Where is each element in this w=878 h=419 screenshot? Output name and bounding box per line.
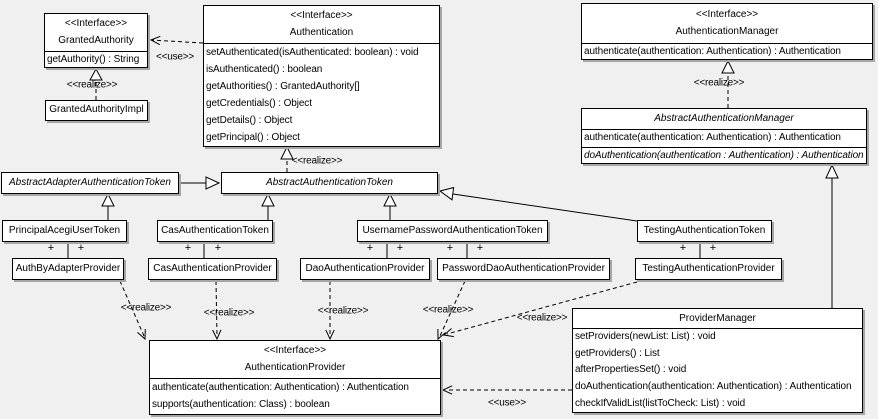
method-authentication-0: setAuthenticated(isAuthenticated: boolea…: [206, 46, 419, 58]
class-title-authentication-manager: <<Interface>> AuthenticationManager: [582, 4, 872, 43]
method-provider-manager-4: checkIfValidList(listToCheck: List) : vo…: [575, 397, 746, 409]
method-authentication-5: getPrincipal() : Object: [206, 131, 300, 143]
method-authentication-3: getCredentials() : Object: [206, 97, 312, 109]
stereotype-label: <<Interface>>: [290, 10, 353, 21]
class-name: DaoAuthenticationProvider: [305, 262, 425, 274]
methods-compartment: authenticate(authentication: Authenticat…: [150, 378, 440, 414]
class-title-testing-authentication-token: TestingAuthenticationToken: [638, 221, 771, 240]
class-title-authentication: <<Interface>> Authentication: [204, 6, 439, 43]
class-dao-authentication-provider[interactable]: DaoAuthenticationProvider: [300, 258, 430, 280]
class-title-cas-authentication-provider: CasAuthenticationProvider: [149, 259, 276, 278]
class-password-dao-authentication-provider[interactable]: PasswordDaoAuthenticationProvider: [437, 258, 610, 280]
class-name: PasswordDaoAuthenticationProvider: [442, 262, 605, 274]
method-authentication-provider-1: supports(authentication: Class) : boolea…: [152, 399, 330, 411]
methods-compartment: setProviders(newList: List) : void getPro…: [573, 328, 862, 412]
class-authentication-provider[interactable]: <<Interface>> AuthenticationProvider authe…: [149, 340, 441, 415]
class-title-granted-authority-impl: GrantedAuthorityImpl: [46, 101, 147, 119]
class-title-password-dao-authentication-provider: PasswordDaoAuthenticationProvider: [438, 259, 609, 278]
class-name: TestingAuthenticationToken: [643, 224, 766, 236]
method-authentication-manager-0: authenticate(authentication: Authenticat…: [584, 45, 841, 57]
class-title-abstract-authentication-manager: AbstractAuthenticationManager: [582, 109, 866, 129]
class-granted-authority-impl[interactable]: GrantedAuthorityImpl: [45, 100, 148, 121]
class-name: AbstractAuthenticationToken: [266, 176, 393, 188]
class-authentication-manager[interactable]: <<Interface>> AuthenticationManager authen…: [581, 3, 873, 60]
method-provider-manager-3: doAuthentication(authentication: Authent…: [575, 381, 852, 393]
class-authentication[interactable]: <<Interface>> Authentication setAuthentica…: [203, 5, 440, 147]
method-authentication-1: isAuthenticated() : boolean: [206, 63, 323, 75]
class-provider-manager[interactable]: ProviderManager setProviders(newList: Lis…: [572, 308, 863, 413]
methods-compartment: setAuthenticated(isAuthenticated: boolea…: [204, 43, 439, 146]
class-title-testing-authentication-provider: TestingAuthenticationProvider: [636, 259, 781, 278]
class-title-username-password-authentication-token: UsernamePasswordAuthenticationToken: [358, 221, 547, 240]
class-name: AuthenticationManager: [675, 26, 779, 37]
class-name: GrantedAuthorityImpl: [49, 104, 144, 115]
class-name: GrantedAuthority: [58, 35, 134, 46]
method-abstract-authentication-manager-0: authenticate(authentication: Authenticat…: [584, 132, 841, 144]
method-provider-manager-0: setProviders(newList: List) : void: [575, 331, 716, 343]
class-title-auth-by-adapter-provider: AuthByAdapterProvider: [13, 259, 123, 278]
stereotype-label: <<Interface>>: [695, 9, 759, 20]
class-name: ProviderManager: [679, 312, 756, 324]
class-name: PrincipalAcegiUserToken: [8, 224, 121, 236]
stereotype-label: <<Interface>>: [263, 345, 327, 356]
class-cas-authentication-token[interactable]: CasAuthenticationToken: [157, 220, 273, 242]
class-title-abstract-adapter-authentication-token: AbstractAdapterAuthenticationToken: [2, 173, 178, 192]
methods-compartment: authenticate(authentication: Authenticat…: [582, 129, 866, 164]
class-name: UsernamePasswordAuthenticationToken: [362, 224, 543, 236]
method-provider-manager-1: getProviders() : List: [575, 347, 660, 359]
method-abstract-authentication-manager-1: doAuthentication(authentication : Authen…: [582, 146, 866, 165]
class-cas-authentication-provider[interactable]: CasAuthenticationProvider: [148, 258, 277, 280]
method-authentication-provider-0: authenticate(authentication: Authenticat…: [152, 381, 409, 393]
class-testing-authentication-token[interactable]: TestingAuthenticationToken: [637, 220, 772, 242]
class-title-provider-manager: ProviderManager: [573, 309, 862, 328]
stereotype-label: <<Interface>>: [64, 18, 128, 29]
class-abstract-adapter-authentication-token[interactable]: AbstractAdapterAuthenticationToken: [1, 172, 179, 194]
class-auth-by-adapter-provider[interactable]: AuthByAdapterProvider: [12, 258, 124, 280]
class-username-password-authentication-token[interactable]: UsernamePasswordAuthenticationToken: [357, 220, 548, 242]
method-authentication-2: getAuthorities() : GrantedAuthority[]: [206, 80, 360, 92]
method-authentication-4: getDetails() : Object: [206, 114, 293, 126]
class-title-abstract-authentication-token: AbstractAuthenticationToken: [222, 173, 437, 192]
method-provider-manager-2: afterPropertiesSet() : void: [575, 364, 687, 376]
class-abstract-authentication-token[interactable]: AbstractAuthenticationToken: [221, 172, 438, 194]
class-name: AbstractAdapterAuthenticationToken: [9, 176, 171, 188]
class-name: TestingAuthenticationProvider: [642, 262, 775, 274]
method-granted-authority-0: getAuthority() : String: [47, 53, 140, 65]
class-name: AuthenticationProvider: [244, 362, 346, 373]
class-granted-authority[interactable]: <<Interface>> GrantedAuthority getAuthorit…: [44, 13, 148, 68]
class-name: CasAuthenticationProvider: [153, 262, 272, 274]
class-title-principal-acegi-user-token: PrincipalAcegiUserToken: [3, 221, 126, 240]
class-name: AuthByAdapterProvider: [15, 262, 121, 274]
class-title-dao-authentication-provider: DaoAuthenticationProvider: [301, 259, 429, 278]
methods-compartment: getAuthority() : String: [45, 51, 147, 67]
class-testing-authentication-provider[interactable]: TestingAuthenticationProvider: [635, 258, 782, 280]
class-name: Authentication: [289, 27, 354, 38]
class-name: AbstractAuthenticationManager: [654, 113, 794, 124]
class-abstract-authentication-manager[interactable]: AbstractAuthenticationManager authenticat…: [581, 108, 867, 164]
class-principal-acegi-user-token[interactable]: PrincipalAcegiUserToken: [2, 220, 127, 242]
class-title-authentication-provider: <<Interface>> AuthenticationProvider: [150, 341, 440, 378]
class-title-cas-authentication-token: CasAuthenticationToken: [158, 221, 272, 240]
class-title-granted-authority: <<Interface>> GrantedAuthority: [45, 14, 147, 51]
methods-compartment: authenticate(authentication: Authenticat…: [582, 43, 872, 59]
class-name: CasAuthenticationToken: [161, 224, 269, 236]
